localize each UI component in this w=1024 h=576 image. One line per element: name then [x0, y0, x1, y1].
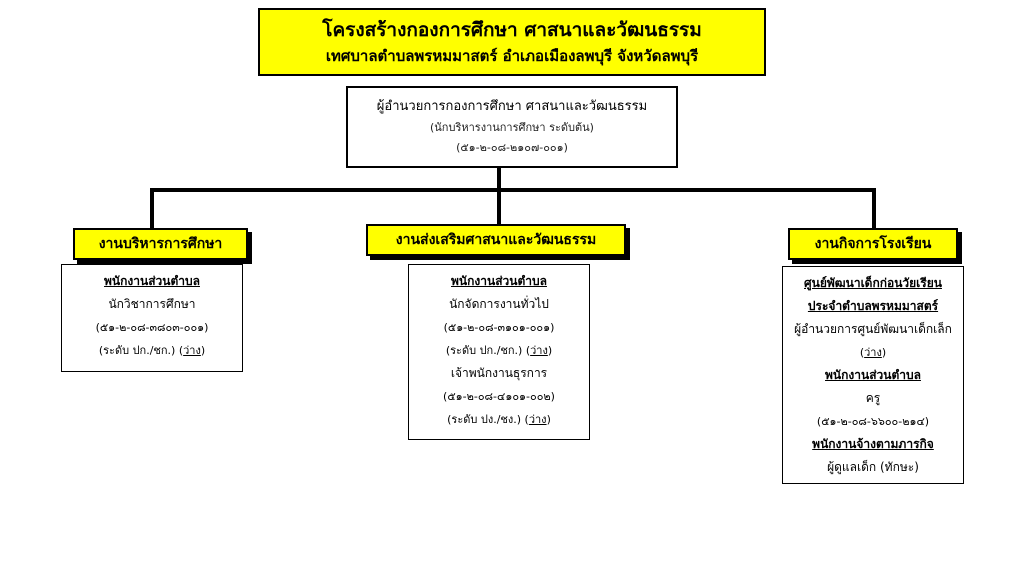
director-code: (๕๑-๒-๐๘-๒๑๐๗-๐๐๑) — [456, 141, 568, 154]
unit-school-affairs-label: งานกิจการโรงเรียน — [814, 236, 932, 252]
director-position: (นักบริหารงานการศึกษา ระดับต้น) — [430, 121, 594, 134]
staff-level-2: (ระดับ ปง./ชง.) (ว่าง) — [447, 413, 551, 426]
chart-title-box: โครงสร้างกองการศึกษา ศาสนาและวัฒนธรรม เท… — [258, 8, 766, 76]
staff-code-2: (๕๑-๒-๐๘-๔๑๐๑-๐๐๒) — [443, 390, 555, 403]
director-box: ผู้อำนวยการกองการศึกษา ศาสนาและวัฒนธรรม … — [346, 86, 678, 168]
staff-header-3: พนักงานจ้างตามภารกิจ — [812, 437, 934, 451]
detail-education-admin: พนักงานส่วนตำบล นักวิชาการศึกษา (๕๑-๒-๐๘… — [61, 264, 243, 372]
connector-left-drop — [150, 188, 154, 228]
staff-header-2: พนักงานส่วนตำบล — [825, 368, 921, 382]
detail-religion-culture: พนักงานส่วนตำบล นักจัดการงานทั่วไป (๕๑-๒… — [408, 264, 590, 440]
vacant-label: ว่าง — [864, 346, 882, 359]
unit-school-affairs: งานกิจการโรงเรียน — [788, 228, 958, 260]
staff-position-3: ผู้ดูแลเด็ก (ทักษะ) — [827, 460, 919, 474]
staff-code: (๕๑-๒-๐๘-๓๘๐๓-๐๐๑) — [95, 321, 209, 334]
vacant-label: ว่าง — [528, 413, 547, 426]
staff-code-1: (๕๑-๒-๐๘-๓๑๐๑-๐๐๑) — [443, 321, 555, 334]
vacant-label: ว่าง — [183, 344, 201, 357]
connector-horizontal — [150, 188, 876, 192]
unit-religion-culture: งานส่งเสริมศาสนาและวัฒนธรรม — [366, 224, 626, 256]
vacant-label: ว่าง — [530, 344, 548, 357]
staff-position-2: เจ้าพนักงานธุรการ — [450, 366, 548, 380]
staff-position-2: ครู — [865, 391, 881, 405]
connector-director-down — [497, 168, 501, 190]
staff-level: (ระดับ ปก./ชก.) (ว่าง) — [98, 344, 206, 357]
center-name-line1: ศูนย์พัฒนาเด็กก่อนวัยเรียน — [804, 276, 942, 290]
connector-center-drop — [497, 188, 501, 224]
staff-header: พนักงานส่วนตำบล — [451, 274, 547, 288]
detail-school-affairs: ศูนย์พัฒนาเด็กก่อนวัยเรียน ประจำตำบลพรหม… — [782, 266, 964, 484]
center-director-status: (ว่าง) — [859, 346, 887, 359]
director-title: ผู้อำนวยการกองการศึกษา ศาสนาและวัฒนธรรม — [376, 99, 648, 114]
unit-education-admin-label: งานบริหารการศึกษา — [98, 236, 223, 252]
chart-subtitle: เทศบาลตำบลพรหมมาสตร์ อำเภอเมืองลพบุรี จั… — [325, 47, 699, 65]
staff-position-1: นักจัดการงานทั่วไป — [449, 297, 549, 311]
staff-code-2: (๕๑-๒-๐๘-๖๖๐๐-๒๑๔) — [816, 415, 930, 428]
chart-title: โครงสร้างกองการศึกษา ศาสนาและวัฒนธรรม — [322, 19, 702, 41]
staff-header: พนักงานส่วนตำบล — [104, 274, 200, 288]
staff-position: นักวิชาการศึกษา — [108, 297, 196, 311]
unit-education-admin: งานบริหารการศึกษา — [73, 228, 248, 260]
center-director: ผู้อำนวยการศูนย์พัฒนาเด็กเล็ก — [794, 322, 952, 336]
connector-right-drop — [872, 188, 876, 228]
center-name-line2: ประจำตำบลพรหมมาสตร์ — [807, 299, 939, 313]
unit-religion-culture-label: งานส่งเสริมศาสนาและวัฒนธรรม — [395, 232, 597, 248]
staff-level-1: (ระดับ ปก./ชก.) (ว่าง) — [445, 344, 553, 357]
